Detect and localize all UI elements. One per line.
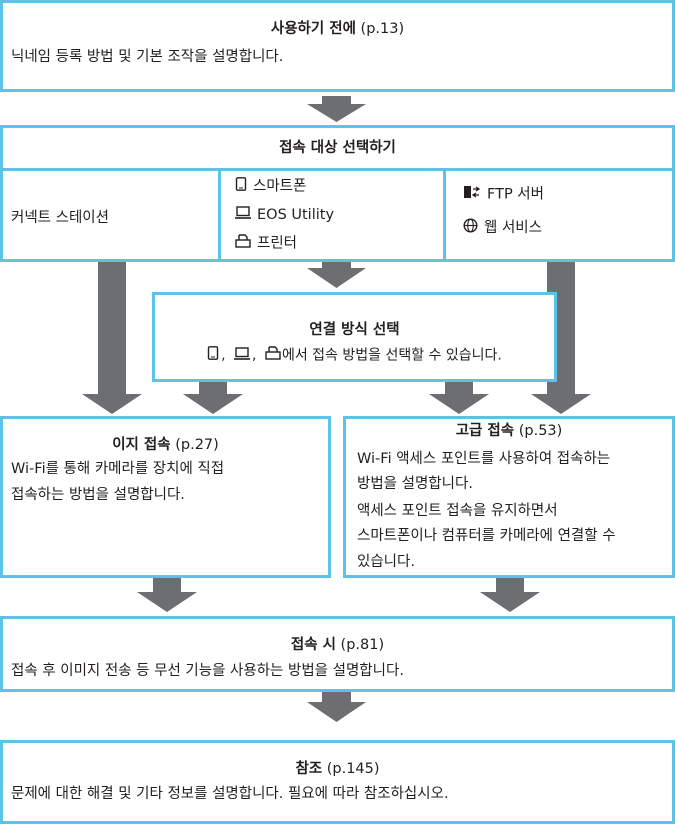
connect-station-box: 커넥트 스테이션	[0, 168, 221, 262]
reference-title: 참조	[295, 761, 323, 777]
easy-heading: 이지 접속 (p.27)	[3, 436, 328, 454]
when-connected-heading: 접속 시 (p.81)	[3, 636, 672, 654]
devices-box: 스마트폰 EOS Utility 프린터	[218, 168, 446, 262]
arrow-down	[429, 382, 489, 414]
smartphone-icon	[207, 346, 219, 365]
arrow-down	[480, 578, 540, 612]
before-use-desc: 닉네임 등록 방법 및 기본 조작을 설명합니다.	[11, 49, 284, 65]
computer-icon	[234, 346, 251, 365]
method-select-title: 연결 방식 선택	[309, 322, 400, 338]
connect-station-label: 커넥트 스테이션	[11, 210, 109, 226]
select-target-box: 접속 대상 선택하기	[0, 125, 675, 171]
reference-heading: 참조 (p.145)	[3, 760, 672, 778]
arrow-down	[183, 382, 243, 414]
ftp-server-icon	[463, 185, 481, 204]
easy-page-ref[interactable]: (p.27)	[170, 437, 219, 453]
when-connected-page-ref[interactable]: (p.81)	[335, 637, 385, 653]
web-item: 웹 서비스	[463, 218, 542, 238]
arrow-down	[137, 578, 197, 612]
advanced-heading: 고급 접속 (p.53)	[346, 422, 672, 440]
advanced-title: 고급 접속	[455, 423, 515, 439]
arrow-down	[82, 262, 142, 414]
advanced-desc-line: Wi-Fi 액세스 포인트를 사용하여 접속하는	[357, 451, 611, 467]
method-select-desc: 에서 접속 방법을 선택할 수 있습니다.	[281, 347, 502, 364]
when-connected-box: 접속 시 (p.81) 접속 후 이미지 전송 등 무선 기능을 사용하는 방법…	[0, 616, 675, 692]
eos-utility-label: EOS Utility	[257, 207, 335, 223]
easy-connection-box: 이지 접속 (p.27) Wi-Fi를 통해 카메라를 장치에 직접 접속하는 …	[0, 416, 331, 578]
advanced-desc-line: 스마트폰이나 컴퓨터를 카메라에 연결할 수	[357, 528, 616, 544]
before-use-heading: 사용하기 전에 (p.13)	[3, 20, 672, 38]
easy-title: 이지 접속	[112, 437, 171, 453]
globe-icon	[463, 218, 478, 238]
eos-utility-item: EOS Utility	[235, 206, 334, 224]
before-use-page-ref[interactable]: (p.13)	[355, 21, 405, 37]
printer-label: 프린터	[257, 235, 298, 252]
servers-box: FTP 서버 웹 서비스	[443, 168, 675, 262]
easy-desc-line: 접속하는 방법을 설명합니다.	[11, 487, 185, 503]
smartphone-label: 스마트폰	[253, 178, 307, 195]
arrow-down	[307, 96, 366, 122]
advanced-desc-line: 있습니다.	[357, 554, 415, 570]
advanced-desc-line: 방법을 설명합니다.	[357, 476, 473, 492]
method-select-desc-line: , , 에서 접속 방법을 선택할 수 있습니다.	[155, 346, 554, 365]
web-label: 웹 서비스	[484, 220, 542, 236]
printer-item: 프린터	[235, 234, 297, 253]
arrow-down	[531, 262, 591, 414]
ftp-label: FTP 서버	[487, 186, 544, 203]
computer-icon	[235, 206, 251, 224]
select-target-title: 접속 대상 선택하기	[279, 140, 396, 156]
arrow-down	[307, 692, 366, 722]
easy-desc-line: Wi-Fi를 통해 카메라를 장치에 직접	[11, 461, 225, 477]
arrow-down	[307, 262, 366, 288]
smartphone-item: 스마트폰	[235, 177, 306, 196]
smartphone-icon	[235, 177, 247, 196]
printer-icon	[265, 346, 281, 365]
method-separator: ,	[252, 347, 257, 364]
before-use-box: 사용하기 전에 (p.13) 닉네임 등록 방법 및 기본 조작을 설명합니다.	[0, 0, 675, 92]
advanced-page-ref[interactable]: (p.53)	[514, 423, 563, 439]
method-separator: ,	[221, 347, 226, 364]
method-select-box: 연결 방식 선택 , , 에서 접속 방법을 선택할 수 있습니다.	[152, 292, 557, 382]
advanced-desc-line: 액세스 포인트 접속을 유지하면서	[357, 503, 558, 519]
when-connected-title: 접속 시	[290, 637, 336, 653]
reference-box: 참조 (p.145) 문제에 대한 해결 및 기타 정보를 설명합니다. 필요에…	[0, 740, 675, 824]
advanced-connection-box: 고급 접속 (p.53) Wi-Fi 액세스 포인트를 사용하여 접속하는 방법…	[343, 416, 675, 578]
reference-page-ref[interactable]: (p.145)	[322, 761, 380, 777]
before-use-title: 사용하기 전에	[270, 21, 356, 37]
ftp-item: FTP 서버	[463, 185, 544, 204]
printer-icon	[235, 234, 251, 253]
reference-desc: 문제에 대한 해결 및 기타 정보를 설명합니다. 필요에 따라 참조하십시오.	[11, 786, 449, 802]
when-connected-desc: 접속 후 이미지 전송 등 무선 기능을 사용하는 방법을 설명합니다.	[11, 663, 404, 679]
